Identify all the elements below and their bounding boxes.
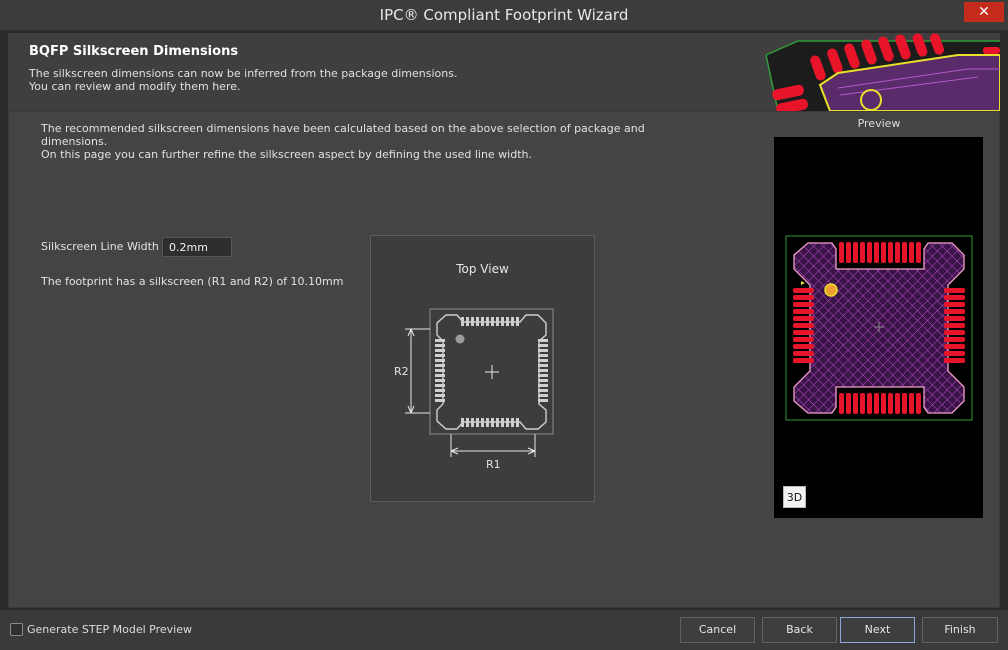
top-view-diagram: [405, 308, 554, 457]
preview-label: Preview: [857, 117, 901, 130]
description-line-1: The recommended silkscreen dimensions ha…: [41, 122, 645, 135]
header-subtitle-line-1: The silkscreen dimensions can now be inf…: [29, 67, 458, 80]
silkscreen-line-width-input[interactable]: [162, 237, 232, 257]
window-title: IPC® Compliant Footprint Wizard: [379, 6, 629, 24]
page-title: BQFP Silkscreen Dimensions: [29, 44, 239, 59]
generate-step-label[interactable]: Generate STEP Model Preview: [27, 623, 192, 636]
next-button[interactable]: Next: [840, 617, 915, 643]
header-subtitle-line-2: You can review and modify them here.: [29, 80, 241, 93]
back-button[interactable]: Back: [762, 617, 837, 643]
cancel-button[interactable]: Cancel: [680, 617, 755, 643]
footprint-preview-image: [785, 235, 973, 421]
footprint-preview-canvas[interactable]: 3D: [774, 137, 983, 518]
top-view-title: Top View: [456, 262, 509, 276]
silkscreen-info-text: The footprint has a silkscreen (R1 and R…: [41, 275, 344, 288]
preview-3d-button[interactable]: 3D: [783, 486, 806, 508]
footer-bar: Generate STEP Model Preview Cancel Back …: [0, 610, 1008, 650]
footprint-thumbnail-image: [758, 33, 1000, 111]
finish-button[interactable]: Finish: [922, 617, 998, 643]
description-line-2: dimensions.: [41, 135, 108, 148]
top-view-panel: Top View: [370, 235, 595, 502]
generate-step-checkbox[interactable]: [10, 623, 23, 636]
r2-dimension-label: R2: [394, 365, 409, 378]
content-panel: The recommended silkscreen dimensions ha…: [8, 111, 1000, 608]
close-button[interactable]: ✕: [964, 2, 1004, 22]
r1-dimension-label: R1: [486, 458, 501, 471]
description-line-3: On this page you can further refine the …: [41, 148, 532, 161]
page-header: BQFP Silkscreen Dimensions The silkscree…: [8, 33, 1000, 111]
silkscreen-line-width-label: Silkscreen Line Width: [41, 240, 159, 253]
title-bar: IPC® Compliant Footprint Wizard ✕: [0, 0, 1008, 31]
